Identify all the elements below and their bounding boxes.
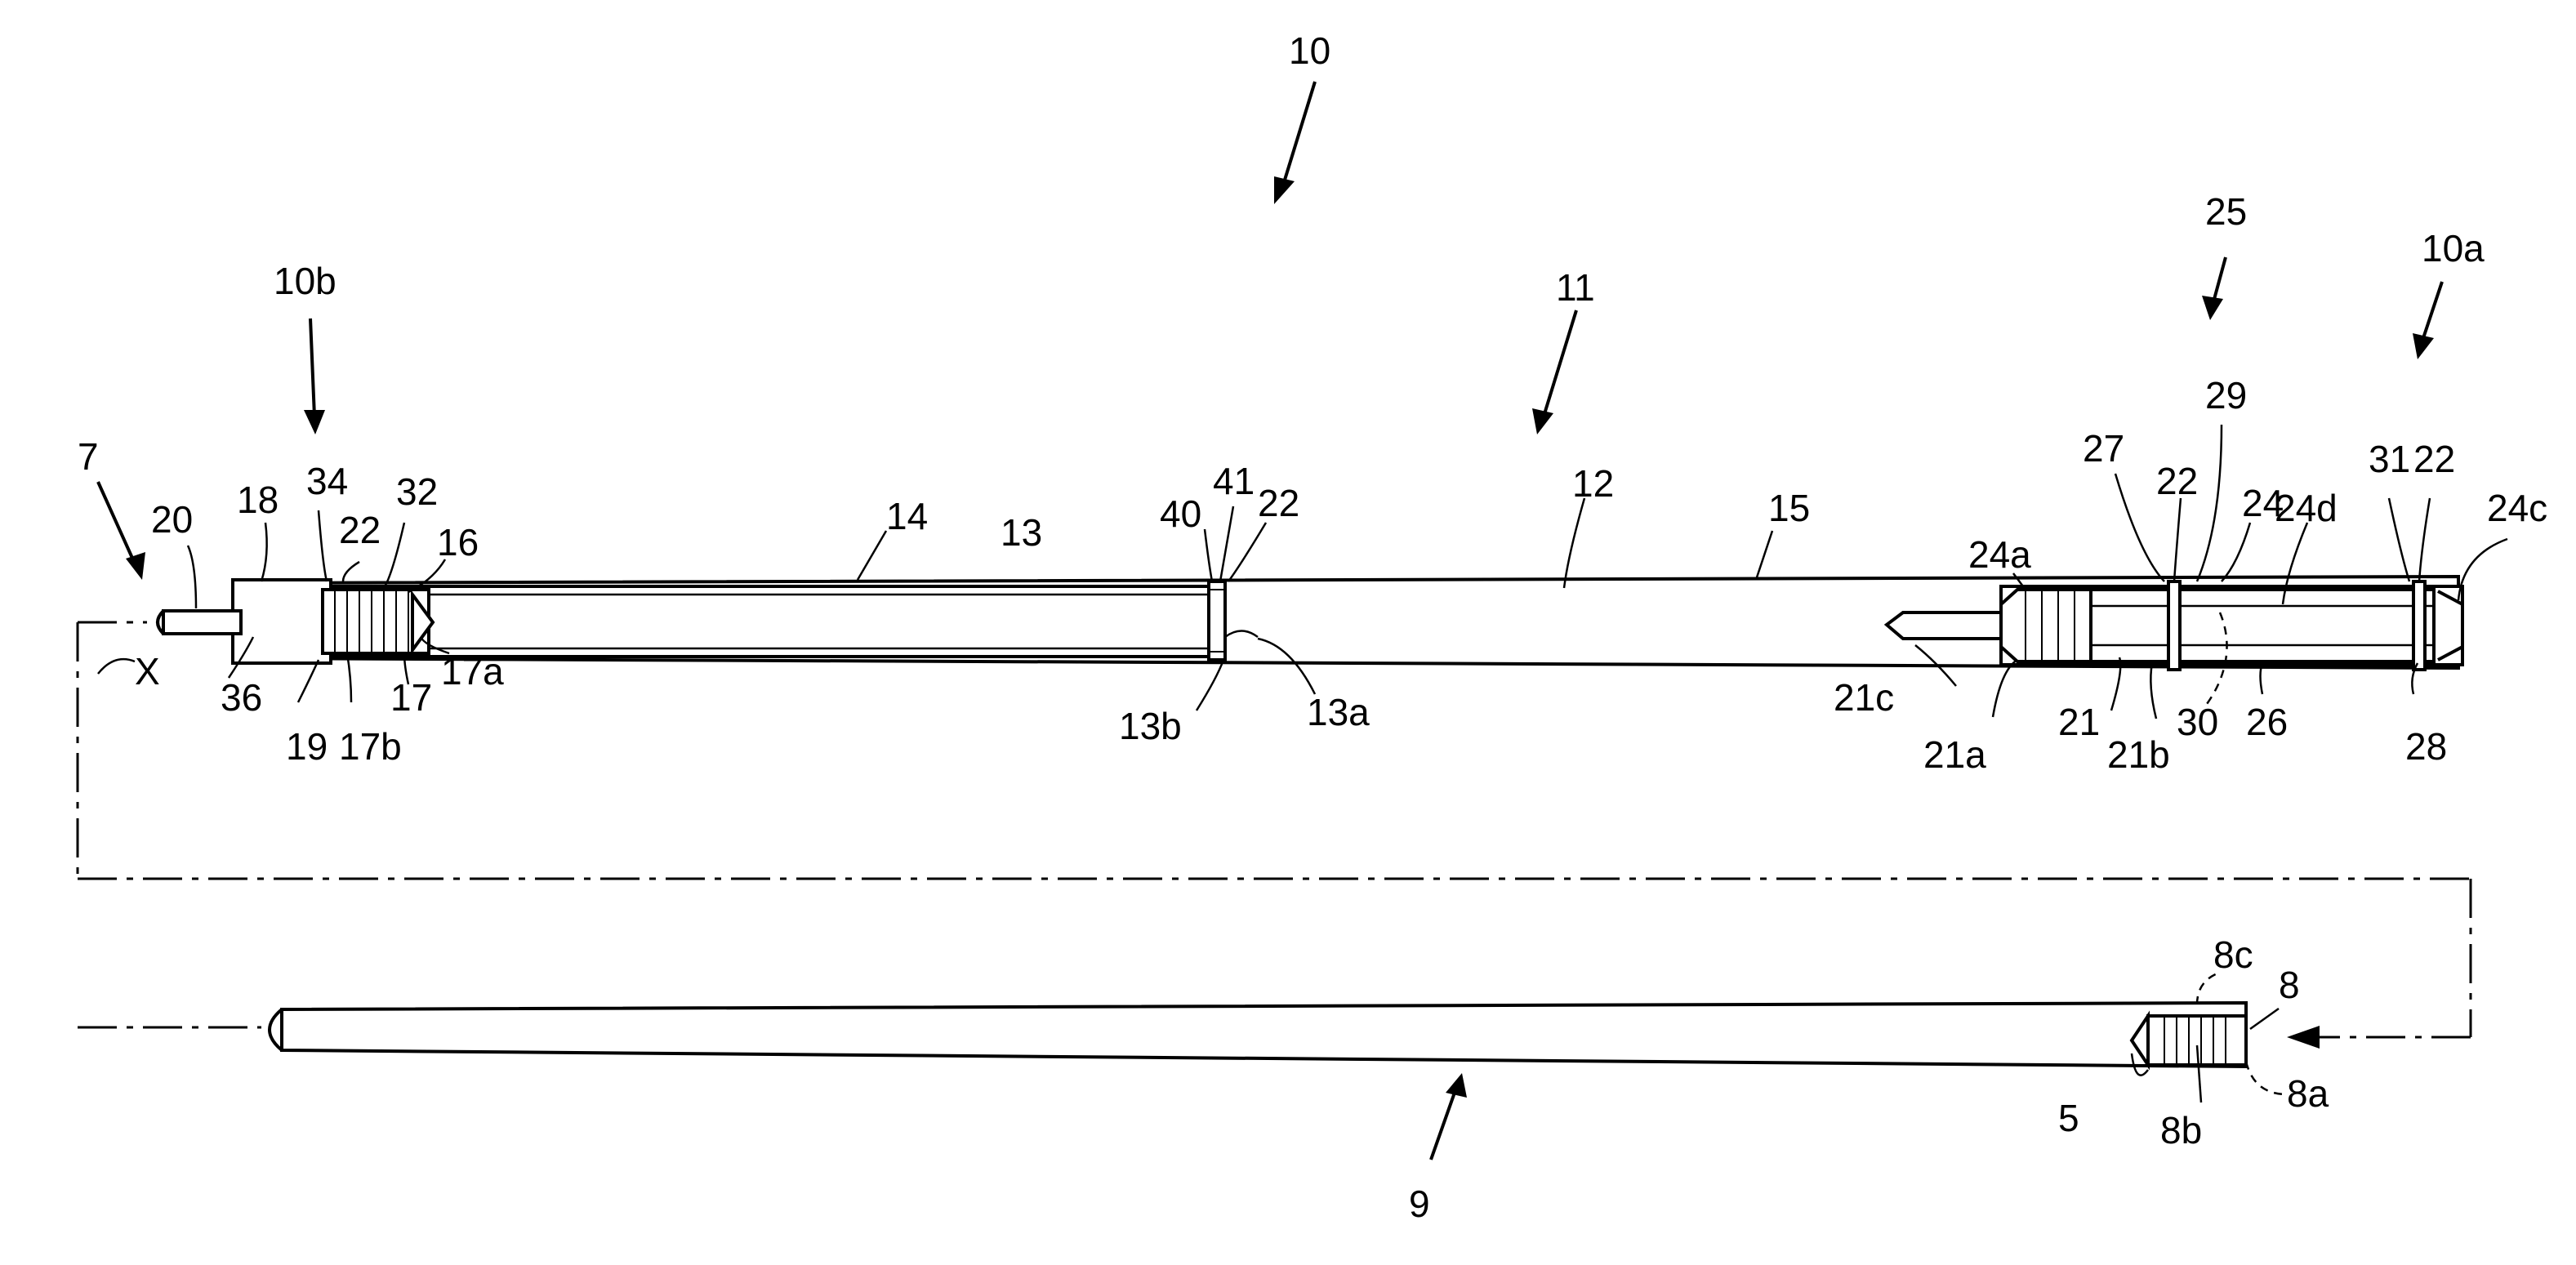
- label-36: 36: [221, 676, 262, 719]
- label-21c: 21c: [1834, 676, 1894, 719]
- label-9: 9: [1409, 1183, 1430, 1225]
- label-10b: 10b: [274, 260, 336, 302]
- label-14: 14: [886, 495, 928, 537]
- label-8a: 8a: [2287, 1072, 2329, 1115]
- label-X: X: [135, 650, 160, 693]
- label-21b: 21b: [2107, 733, 2170, 776]
- label-7: 7: [78, 435, 99, 478]
- butt-shaft: [270, 972, 2287, 1094]
- label-41: 41: [1213, 460, 1255, 502]
- label-19: 19: [286, 725, 328, 768]
- label-20: 20: [151, 498, 193, 541]
- label-13a: 13a: [1307, 691, 1370, 733]
- label-22-right2: 22: [2413, 438, 2455, 480]
- label-18: 18: [237, 479, 279, 521]
- label-12: 12: [1572, 462, 1614, 505]
- label-24d: 24d: [2275, 487, 2338, 529]
- label-28: 28: [2405, 725, 2447, 768]
- label-22-right1: 22: [2156, 460, 2198, 502]
- label-8b: 8b: [2160, 1109, 2202, 1151]
- label-10a: 10a: [2422, 227, 2485, 269]
- joint-ring: [1209, 581, 1225, 660]
- label-40: 40: [1160, 492, 1201, 535]
- label-17b: 17b: [339, 725, 402, 768]
- label-16: 16: [437, 521, 479, 563]
- label-22-left: 22: [339, 509, 381, 551]
- label-27: 27: [2083, 427, 2124, 470]
- left-joint: [158, 580, 433, 663]
- insert-arrowhead: [2287, 1026, 2320, 1049]
- label-5: 5: [2058, 1097, 2079, 1139]
- label-29: 29: [2205, 374, 2247, 416]
- label-24a: 24a: [1968, 533, 2031, 576]
- label-13: 13: [1001, 511, 1042, 554]
- label-26: 26: [2246, 701, 2288, 743]
- label-24c: 24c: [2487, 487, 2547, 529]
- label-25: 25: [2205, 190, 2247, 233]
- label-21: 21: [2058, 701, 2100, 743]
- label-30: 30: [2177, 701, 2218, 743]
- label-17a: 17a: [441, 650, 504, 693]
- label-34: 34: [306, 460, 348, 502]
- label-21a: 21a: [1923, 733, 1986, 776]
- label-13b: 13b: [1119, 705, 1182, 747]
- label-17: 17: [390, 676, 432, 719]
- label-22-mid: 22: [1258, 482, 1299, 524]
- label-32: 32: [396, 470, 438, 513]
- label-8c: 8c: [2213, 933, 2253, 976]
- label-10: 10: [1289, 29, 1330, 72]
- label-15: 15: [1768, 487, 1810, 529]
- label-11: 11: [1556, 266, 1595, 309]
- label-8: 8: [2279, 964, 2300, 1006]
- label-31: 31: [2369, 438, 2410, 480]
- center-line: [78, 622, 2471, 1049]
